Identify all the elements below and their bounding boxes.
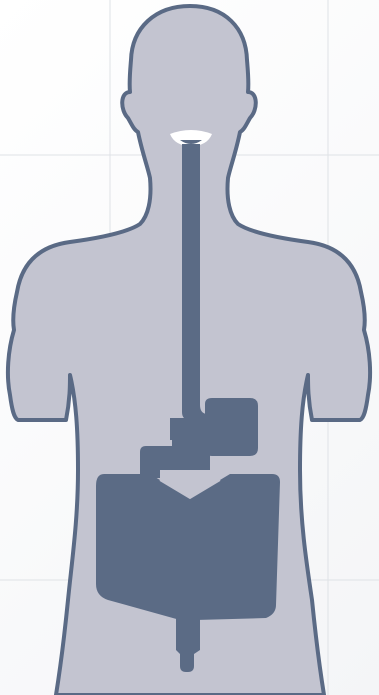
diagram-svg — [0, 0, 379, 695]
digestive-system-diagram — [0, 0, 379, 695]
